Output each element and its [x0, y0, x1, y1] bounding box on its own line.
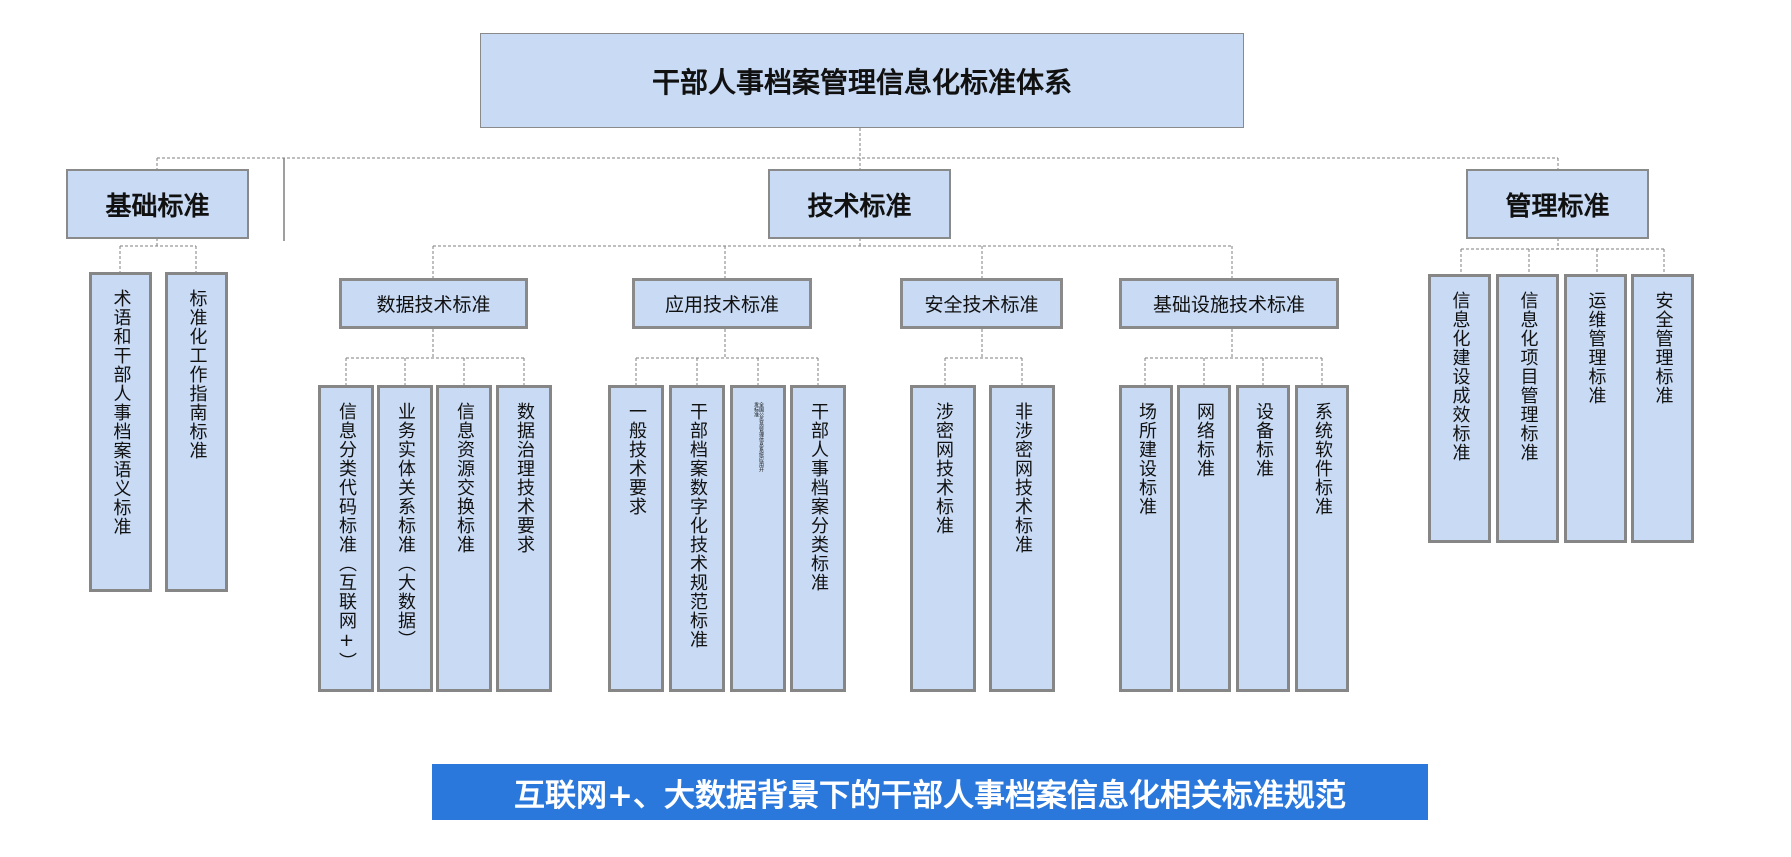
tech-item-label: 非涉密网技术标准 [1012, 402, 1033, 554]
management-item-label: 信息化项目管理标准 [1517, 291, 1539, 462]
tech-group-label: 安全技术标准 [924, 294, 1039, 316]
category-management-label: 管理标准 [1505, 191, 1610, 222]
tech-item-label: 网络标准 [1194, 402, 1215, 478]
tech-item: 网络标准 [1177, 385, 1231, 692]
basic-item: 标准化工作指南标准 [165, 272, 228, 592]
management-item-label: 运维管理标准 [1585, 291, 1607, 405]
category-basic-label: 基础标准 [105, 191, 210, 222]
root-node: 干部人事档案管理信息化标准体系 [480, 33, 1244, 128]
basic-item: 术语和干部人事档案语义标准 [89, 272, 152, 592]
tech-item-label: 业务实体关系标准（大数据） [395, 402, 416, 649]
tech-item-label: 干部档案数字化技术规范标准 [687, 402, 708, 649]
tech-item: 干部人事档案分类标准 [790, 385, 846, 692]
tech-group-security: 安全技术标准 [900, 278, 1063, 329]
tech-item: 系统软件标准 [1295, 385, 1349, 692]
tech-item: 业务实体关系标准（大数据） [377, 385, 433, 692]
tech-item: 信息分类代码标准（互联网+） [318, 385, 374, 692]
tech-item: 涉密网技术标准 [910, 385, 976, 692]
category-technical-label: 技术标准 [807, 191, 912, 222]
tech-item: 设备标准 [1236, 385, 1290, 692]
tech-item-label: 场所建设标准 [1136, 402, 1157, 516]
management-item: 信息化项目管理标准 [1496, 274, 1559, 543]
management-item: 信息化建设成效标准 [1428, 274, 1491, 543]
tech-group-label: 应用技术标准 [664, 294, 779, 316]
tech-item-label: 信息资源交换标准 [454, 402, 475, 554]
tech-item: 场所建设标准 [1119, 385, 1173, 692]
tech-item-label-small: 全国公务员管理信息系统应用开发标准 [753, 402, 764, 472]
category-basic: 基础标准 [66, 169, 249, 239]
management-item-label: 信息化建设成效标准 [1449, 291, 1471, 462]
tech-item-label: 干部人事档案分类标准 [808, 402, 829, 592]
caption-banner-text: 互联网+、大数据背景下的干部人事档案信息化相关标准规范 [514, 777, 1346, 814]
management-item-label: 安全管理标准 [1652, 291, 1674, 405]
tech-item: 非涉密网技术标准 [989, 385, 1055, 692]
tech-item: 全国公务员管理信息系统应用开发标准 [730, 385, 786, 692]
tech-item-label: 系统软件标准 [1312, 402, 1333, 516]
tech-item-label: 涉密网技术标准 [933, 402, 954, 535]
tech-item-label: 信息分类代码标准（互联网+） [336, 402, 357, 671]
tech-group-application: 应用技术标准 [632, 278, 812, 329]
tech-group-data: 数据技术标准 [339, 278, 528, 329]
tech-item-label: 一般技术要求 [626, 402, 647, 516]
tech-item: 干部档案数字化技术规范标准 [669, 385, 725, 692]
tech-group-infrastructure: 基础设施技术标准 [1119, 278, 1339, 329]
tech-item: 数据治理技术要求 [496, 385, 552, 692]
tech-item-label: 设备标准 [1253, 402, 1274, 478]
root-title: 干部人事档案管理信息化标准体系 [651, 65, 1072, 99]
tech-item-label: 数据治理技术要求 [514, 402, 535, 554]
tech-group-label: 基础设施技术标准 [1152, 294, 1305, 316]
caption-banner: 互联网+、大数据背景下的干部人事档案信息化相关标准规范 [432, 764, 1428, 820]
basic-item-label: 标准化工作指南标准 [186, 289, 208, 460]
tech-item: 信息资源交换标准 [436, 385, 492, 692]
category-technical: 技术标准 [768, 169, 951, 239]
management-item: 安全管理标准 [1631, 274, 1694, 543]
basic-item-label: 术语和干部人事档案语义标准 [110, 289, 132, 536]
tech-item: 一般技术要求 [608, 385, 664, 692]
tech-group-label: 数据技术标准 [376, 294, 491, 316]
category-management: 管理标准 [1466, 169, 1649, 239]
management-item: 运维管理标准 [1564, 274, 1627, 543]
